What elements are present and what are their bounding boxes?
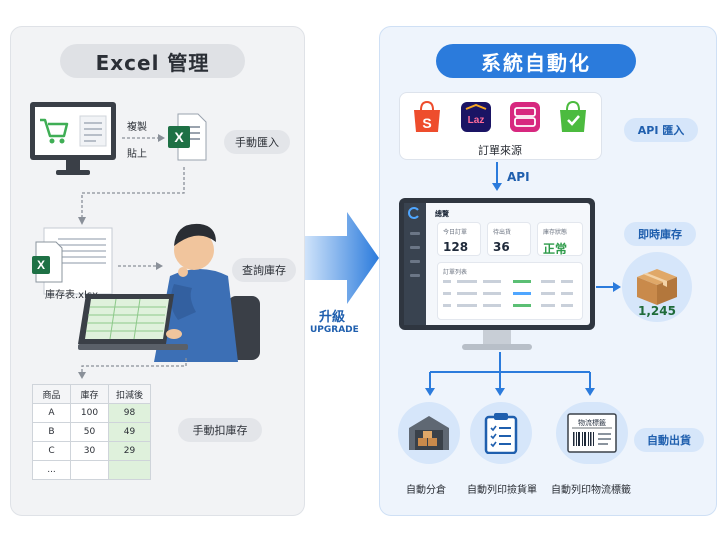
upgrade-label-en: UPGRADE [310, 325, 359, 335]
warehouse-circle [398, 402, 460, 464]
svg-text:Laz: Laz [468, 115, 485, 126]
connector-arrow [78, 167, 185, 225]
kpi-card: 待出貨 36 [487, 222, 531, 256]
file-name: 庫存表.xlsx [45, 290, 99, 301]
monitor-stand [483, 330, 511, 344]
query-inventory-tag: 查詢庫存 [232, 258, 296, 282]
logo-icon [408, 207, 419, 219]
kpi-card: 今日訂單 128 [437, 222, 481, 256]
order-source-label: 訂單來源 [478, 144, 522, 157]
sidebar-item [410, 232, 420, 235]
box-icon [637, 269, 677, 305]
table-header: 商品 [32, 384, 71, 404]
label-icon: 物流標籤 [567, 413, 617, 453]
order-list-rows [443, 280, 573, 307]
output-label: 自動分倉 [406, 485, 446, 496]
inventory-circle [622, 252, 692, 322]
arrow-icon [118, 262, 163, 270]
sidebar-item [410, 246, 420, 249]
dashboard-heading: 總覽 [435, 210, 449, 218]
connector-arrow [78, 358, 187, 379]
clipboard-icon [484, 413, 518, 454]
sidebar-item [410, 274, 420, 277]
arrow-icon [596, 282, 621, 292]
table-header: 扣減後 [108, 384, 151, 404]
monitor-base [462, 344, 532, 350]
copy-label: 複製 [127, 122, 147, 133]
inventory-count: 1,245 [638, 304, 676, 318]
cart-icon [40, 118, 69, 144]
shopee-icon: S [414, 100, 440, 132]
momo-icon [510, 102, 540, 132]
warehouse-icon [409, 416, 449, 450]
arrow-icon [492, 162, 502, 191]
svg-text:X: X [37, 258, 45, 272]
manual-deduct-tag: 手動扣庫存 [178, 418, 262, 442]
output-label: 自動列印物流標籤 [551, 485, 631, 496]
table-row: B 50 49 [32, 422, 151, 442]
output-label: 自動列印撿貨單 [467, 485, 537, 496]
shopline-icon [560, 100, 586, 132]
table-header: 庫存 [70, 384, 109, 404]
person-icon [78, 223, 260, 362]
lazada-icon: Laz [461, 102, 491, 132]
upgrade-label: 升級 [319, 310, 346, 325]
monitor-icon [30, 102, 116, 175]
arrow-icon [122, 134, 165, 142]
api-import-tag: API 匯入 [624, 118, 698, 142]
table-row: ... [32, 460, 151, 480]
branch-arrows [425, 352, 595, 396]
svg-text:物流標籤: 物流標籤 [578, 418, 606, 427]
auto-shipping-tag: 自動出貨 [634, 428, 704, 452]
order-list-card: 訂單列表 [437, 262, 583, 320]
picklist-circle [470, 402, 532, 464]
svg-text:S: S [422, 115, 431, 131]
excel-icon: X [168, 113, 207, 161]
sidebar-item [410, 260, 420, 263]
paste-label: 貼上 [127, 149, 147, 160]
shipping-label-circle: 物流標籤 [556, 402, 628, 464]
api-label: API [507, 170, 530, 184]
automation-title: 系統自動化 [436, 44, 636, 78]
realtime-inventory-tag: 即時庫存 [624, 222, 696, 246]
svg-text:X: X [174, 129, 184, 145]
upgrade-arrow-icon [305, 212, 379, 304]
dashboard-sidebar [404, 203, 426, 325]
table-row: C 30 29 [32, 441, 151, 461]
inventory-table: 商品 庫存 扣減後 A 100 98 B 50 49 C 30 29 ... [32, 384, 151, 480]
spreadsheet-file-icon: X [32, 227, 113, 295]
table-row: A 100 98 [32, 403, 151, 423]
manual-import-tag: 手動匯入 [224, 130, 290, 154]
kpi-card: 庫存狀態 正常 [537, 222, 583, 256]
excel-title: Excel 管理 [60, 44, 245, 78]
